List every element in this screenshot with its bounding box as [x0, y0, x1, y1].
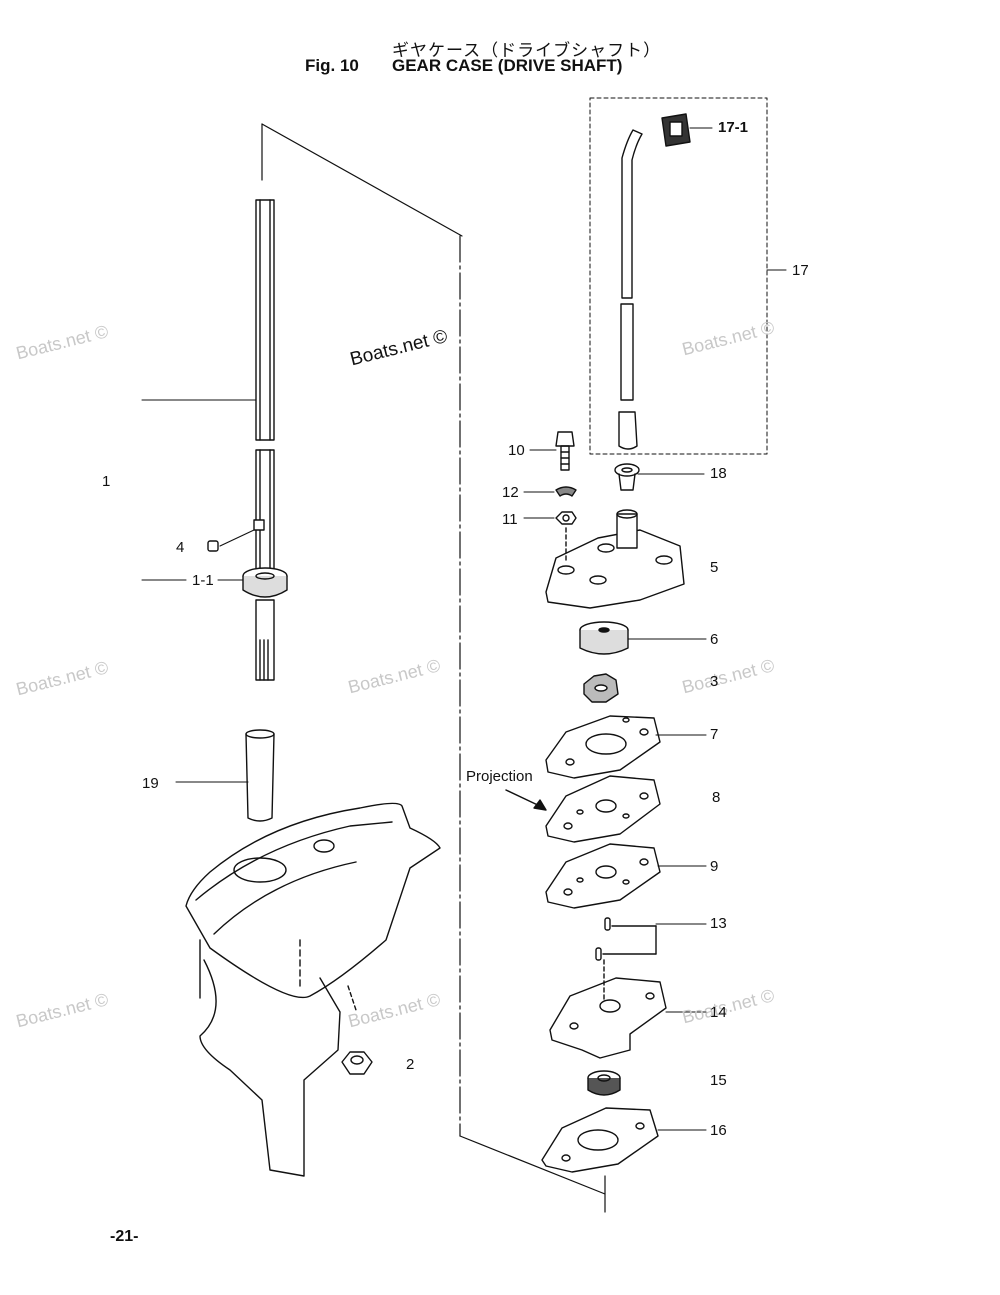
dowel-pins-part-13 [595, 917, 657, 961]
callout-10: 10 [508, 442, 525, 459]
outer-plate-part-14 [549, 959, 667, 1059]
gasket-part-7 [545, 715, 661, 779]
impeller-part-3 [583, 673, 619, 703]
callout-13: 13 [710, 915, 727, 932]
callout-5: 5 [710, 559, 719, 576]
figure-number: Fig. 10 [305, 56, 359, 75]
callout-16: 16 [710, 1122, 727, 1139]
callout-9: 9 [710, 858, 719, 875]
callout-19: 19 [142, 775, 159, 792]
assembly-guide-lines [261, 123, 606, 1213]
oil-seal-part-1-1 [242, 567, 288, 598]
title-english: GEAR CASE (DRIVE SHAFT) [392, 56, 623, 75]
gasket-part-16 [541, 1107, 659, 1173]
callout-14: 14 [710, 1004, 727, 1021]
callout-4: 4 [176, 539, 185, 556]
page-number: -21- [110, 1228, 139, 1245]
bolt-part-10 [555, 431, 575, 471]
grommet-part-18 [614, 463, 640, 491]
washer-part-12 [555, 486, 577, 497]
water-tube-part-17 [618, 129, 643, 450]
gear-case-housing [185, 802, 441, 1177]
callout-17: 17 [792, 262, 809, 279]
callout-2: 2 [406, 1056, 415, 1073]
callout-18: 18 [710, 465, 727, 482]
callout-7: 7 [710, 726, 719, 743]
plate-part-8 [545, 775, 661, 843]
leader-lines [141, 127, 787, 1131]
title-japanese: ギヤケース（ドライブシャフト） [392, 41, 662, 61]
nut-part-11 [555, 511, 577, 525]
callout-17-1: 17-1 [718, 119, 749, 136]
callout-3: 3 [710, 673, 719, 690]
pump-case-part-5 [545, 509, 685, 609]
bearing-part-15 [587, 1070, 621, 1096]
nut-part-2 [341, 1051, 373, 1075]
projection-arrow [505, 789, 547, 811]
callout-15: 15 [710, 1072, 727, 1089]
drive-shaft-part-1 [253, 199, 275, 681]
callout-6: 6 [710, 631, 719, 648]
impeller-housing-part-6 [579, 621, 629, 655]
callout-11: 11 [502, 511, 518, 528]
callout-8: 8 [712, 789, 721, 806]
pin-part-4 [207, 540, 219, 552]
projection-label: Projection [466, 768, 533, 785]
gasket-part-9 [545, 843, 661, 909]
sleeve-part-19 [245, 729, 275, 822]
water-tube-group-box [589, 97, 768, 455]
callout-1: 1 [102, 473, 111, 490]
callout-12: 12 [502, 484, 519, 501]
grommet-part-17-1 [661, 113, 691, 147]
callout-1-1: 1-1 [192, 572, 214, 589]
